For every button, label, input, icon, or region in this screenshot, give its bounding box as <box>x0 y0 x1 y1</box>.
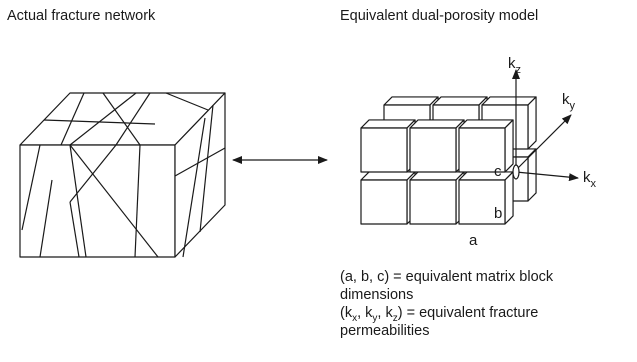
block-top-face <box>383 96 439 106</box>
block-front-face <box>409 127 457 173</box>
kz-label: kz <box>508 55 521 76</box>
fracture-intersection-marker <box>512 164 520 180</box>
block-front-face <box>360 127 408 173</box>
block-top-face <box>458 171 514 181</box>
fracture-traces <box>21 92 226 258</box>
ky-label: ky <box>562 91 576 112</box>
legend-notes: (a, b, c) = equivalent matrix block dime… <box>340 268 630 340</box>
block-front-face <box>458 127 506 173</box>
block-front-face <box>19 144 176 258</box>
matrix-block <box>409 119 465 173</box>
kx-axis-arrow <box>515 171 579 182</box>
block-top-face <box>409 119 465 129</box>
block-front-face <box>360 179 408 225</box>
block-top-face <box>458 119 514 129</box>
block-top-face <box>360 119 416 129</box>
block-right-face <box>174 92 226 258</box>
block-dimension-a: a <box>469 232 478 249</box>
matrix-block <box>360 119 416 173</box>
block-side-face <box>504 119 514 173</box>
matrix-block-array <box>360 96 537 225</box>
axis-group: kz ky kx c b a <box>469 55 597 249</box>
block-front-face <box>458 179 506 225</box>
fracture-network-block <box>19 92 226 258</box>
block-side-face <box>527 96 537 150</box>
block-dimension-c: c <box>494 163 502 180</box>
note-fracture-permeabilities: (kx, ky, kz) = equivalent fracture <box>340 305 539 324</box>
block-top-face <box>409 171 465 181</box>
block-top-face <box>481 96 537 106</box>
kx-label: kx <box>583 169 597 190</box>
block-dimension-b: b <box>494 205 502 222</box>
matrix-block <box>409 171 465 225</box>
right-panel-title: Equivalent dual-porosity model <box>340 8 539 24</box>
note-block-dimensions-cont: dimensions <box>340 287 414 303</box>
note-fracture-permeabilities-cont: permeabilities <box>340 323 430 339</box>
block-side-face <box>504 171 514 225</box>
matrix-block <box>360 171 416 225</box>
block-front-face <box>409 179 457 225</box>
block-top-face <box>432 96 488 106</box>
matrix-block <box>458 171 514 225</box>
ky-axis-arrow <box>515 114 572 171</box>
matrix-block <box>458 119 514 173</box>
left-panel-title: Actual fracture network <box>7 8 156 24</box>
note-block-dimensions: (a, b, c) = equivalent matrix block <box>340 269 554 285</box>
block-top-face <box>360 171 416 181</box>
